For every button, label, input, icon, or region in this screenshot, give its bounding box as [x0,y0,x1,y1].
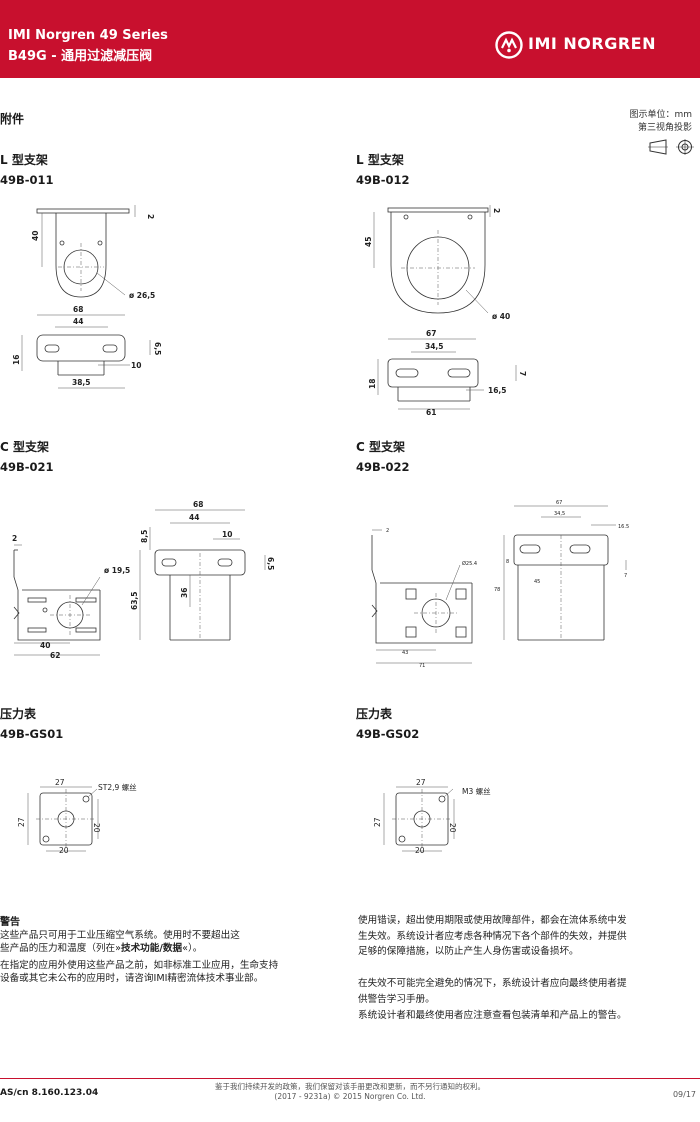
warning-title: 警告 [0,917,20,928]
drawing-49b-022: 2 Ø25.4 43 71 67 34,5 16.5 8 45 78 7 [371,500,629,669]
dim-text: ST2,9 螺丝 [98,782,137,792]
dim-text: 18 [368,379,377,389]
dim-text: 34,5 [554,511,565,517]
units-note: 图示单位：mm 第三视角投影 [629,109,692,135]
dim-text: 67 [556,500,562,506]
dim-text: 20 [415,846,425,855]
drawing-49b-gs02: 27 M3 螺丝 27 20 20 [373,778,491,855]
dim-text: 38,5 [72,378,91,387]
warning-text: 些产品的压力和温度（列在» [0,943,121,954]
accessory-title-49b-011: L 型支架 [0,153,48,167]
document-number: AS/cn 8.160.123.04 [0,1088,99,1098]
part-number-49b-gs01: 49B-GS01 [0,727,64,741]
dim-text: 10 [222,530,232,539]
dim-text: 67 [426,329,436,338]
brand-emblem-icon [495,31,523,59]
dim-text: 34,5 [425,342,444,351]
drawing-49b-021: 2 ø 19,5 40 62 68 44 10 8,5 63,5 36 6,5 [12,500,275,660]
projection-label: 第三视角投影 [637,123,692,133]
dim-text: 61 [426,408,436,417]
accessory-title-49b-gs01: 压力表 [0,707,37,721]
dim-text: 68 [193,500,203,509]
dim-text: 27 [373,817,382,827]
dim-text: 43 [402,650,408,656]
dim-text: 27 [55,778,65,787]
footer-policy-text: 鉴于我们持续开发的政策，我们保留对该手册更改和更新，而不另行通知的权利。 [215,1082,485,1091]
warning-text: «）。 [182,943,203,954]
series-title: IMI Norgren 49 Series [8,28,168,43]
dim-text: 40 [40,641,50,650]
dim-text: 10 [131,361,141,370]
dim-text: 78 [494,587,500,593]
dim-text: 16.5 [618,524,629,530]
dim-text: 7 [518,371,527,376]
dim-text: 44 [189,513,199,522]
accessory-title-49b-022: C 型支架 [356,440,405,454]
dim-text: 2 [146,214,155,219]
dim-text: 45 [364,237,373,247]
warning-left-paragraph-2: 在指定的应用外使用这些产品之前，如非标准工业应用，生命支持设备或其它未公布的应用… [0,960,279,984]
brand-logo: IMI NORGREN [494,30,694,60]
part-number-49b-021: 49B-021 [0,460,54,474]
warning-left-paragraph-1: 这些产品只可用于工业压缩空气系统。使用时不要超出这 些产品的压力和温度（列在»技… [0,929,280,955]
section-heading: 附件 [0,112,25,126]
dim-text: Ø25.4 [462,560,477,567]
warning-text: 这些产品只可用于工业压缩空气系统。使用时不要超出这 [0,930,240,941]
technical-data-reference: 技术功能/数据 [121,943,183,954]
dim-text: M3 螺丝 [462,786,491,796]
dim-text: 16 [12,355,21,365]
dim-text: 20 [92,823,101,833]
dim-text: 20 [448,823,457,833]
footer-notice: 鉴于我们持续开发的政策，我们保留对该手册更改和更新，而不另行通知的权利。 (20… [150,1082,550,1102]
warning-right-paragraph-1: 使用错误，超出使用期限或使用故障部件，都会在流体系统中发生失效。系统设计者应考虑… [358,915,627,957]
dim-text: 71 [419,663,425,669]
dim-text: 63,5 [130,591,139,610]
third-angle-projection-icon [648,139,694,155]
dim-text: 2 [386,528,389,534]
dim-text: 45 [534,579,540,585]
product-title: B49G - 通用过滤减压阀 [8,49,153,64]
dim-text: 6,5 [153,342,162,355]
brand-name: IMI NORGREN [528,34,656,53]
dim-text: 68 [73,305,83,314]
part-number-49b-011: 49B-011 [0,173,54,187]
dim-text: 8,5 [140,530,149,543]
warning-right-paragraph-2: 在失效不可能完全避免的情况下，系统设计者应向最终使用者提供警告学习手册。 [358,978,627,1005]
dim-text: 40 [31,231,40,241]
footer-copyright: (2017 - 9231a) © 2015 Norgren Co. Ltd. [274,1092,426,1101]
footer-divider [0,1078,700,1079]
dim-text: 27 [17,817,26,827]
part-number-49b-gs02: 49B-GS02 [356,727,420,741]
drawing-49b-gs01: 27 ST2,9 螺丝 27 20 20 [17,778,137,855]
dim-text: 36 [180,588,189,598]
dim-text: 7 [624,573,627,579]
drawing-49b-012: 45 2 ø 40 67 34,5 18 16,5 7 61 [364,205,527,417]
dim-text: 44 [73,317,83,326]
dim-text: ø 26,5 [129,291,155,300]
dim-text: ø 19,5 [104,566,130,575]
warning-right-paragraph-3: 系统设计者和最终使用者应注意查看包装清单和产品上的警告。 [358,1010,627,1021]
dim-text: 2 [12,534,17,543]
header-bar: IMI Norgren 49 Series B49G - 通用过滤减压阀 IMI… [0,0,700,78]
part-number-49b-012: 49B-012 [356,173,410,187]
dim-text: 8 [506,559,509,565]
dim-text: ø 40 [492,312,510,321]
dim-text: 27 [416,778,426,787]
accessory-title-49b-021: C 型支架 [0,440,49,454]
accessory-title-49b-012: L 型支架 [356,153,404,167]
part-number-49b-022: 49B-022 [356,460,410,474]
dim-text: 2 [492,208,501,213]
dim-text: 16,5 [488,386,507,395]
dim-text: 20 [59,846,69,855]
drawing-49b-011: 40 2 ø 26,5 68 44 16 10 6,5 38,5 [12,205,162,389]
dim-text: 6,5 [266,557,275,570]
units-label: 图示单位：mm [629,110,692,120]
dim-text: 62 [50,651,60,660]
accessory-title-49b-gs02: 压力表 [356,707,393,721]
page-number: 09/17 [672,1090,696,1099]
